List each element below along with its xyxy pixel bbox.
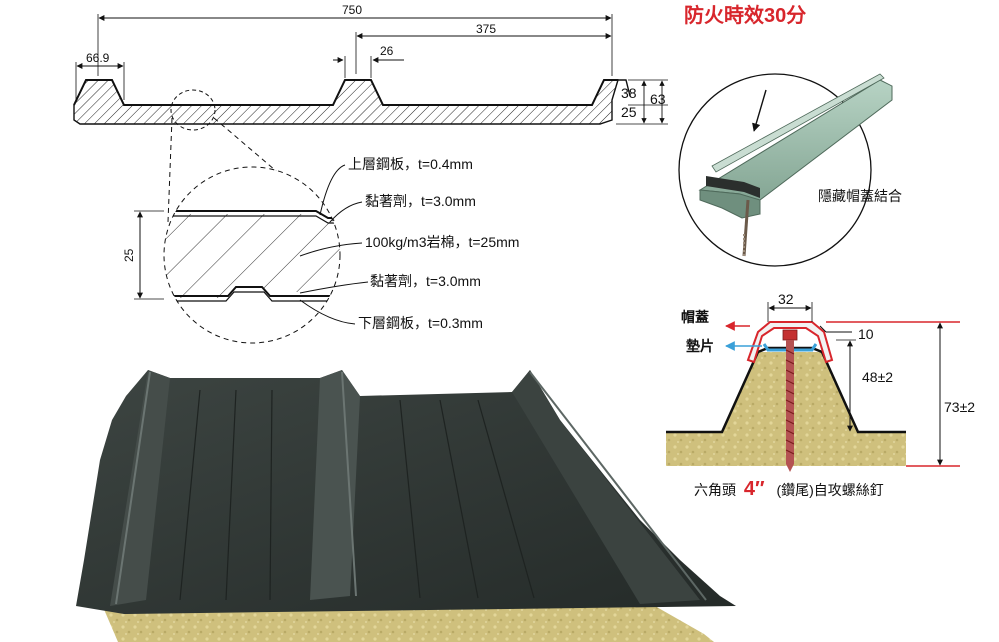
dim-core: 25 [621, 104, 637, 120]
section-detail-callout: 25 上層鋼板，t=0.4mm 黏著劑，t=3.0mm 100kg/m3岩棉，t… [122, 89, 519, 344]
dim-rib-rise: 38 [621, 85, 637, 101]
panel-surface [76, 370, 736, 614]
fastening-detail: 32 帽蓋 墊片 10 48±2 73±2 六角頭 4″ (鑽尾)自攻螺絲釘 [666, 291, 975, 500]
dim-total-height: 63 [650, 91, 666, 107]
detail-height: 25 [122, 248, 136, 262]
lower-steel-sheet [164, 286, 340, 297]
profile-outline [73, 79, 619, 125]
washer-label: 墊片 [686, 338, 714, 354]
layer-adhesive-bottom: 黏著劑，t=3.0mm [370, 273, 481, 289]
fire-rating-title: 防火時效30分 [684, 3, 806, 27]
cap-shape [746, 321, 834, 364]
total-fastening-height: 73±2 [944, 399, 975, 415]
layer-lower-steel: 下層鋼板，t=0.3mm [358, 315, 483, 331]
screw-type: (鑽尾)自攻螺絲釘 [776, 482, 883, 498]
cap-rail-illustration [698, 73, 893, 257]
hidden-cap-detail: 隱藏帽蓋結合 [678, 73, 902, 267]
dim-rib-top: 26 [380, 44, 394, 58]
hidden-cap-label: 隱藏帽蓋結合 [818, 188, 902, 204]
detail-source-circle [170, 89, 216, 131]
dim-total-width: 750 [342, 3, 362, 17]
panel-profile-section: 750 375 26 66.9 38 25 63 [73, 3, 668, 125]
screw-prefix: 六角頭 [694, 482, 736, 498]
screw-size: 4″ [744, 478, 765, 500]
cap-width: 32 [778, 291, 794, 307]
cap-label: 帽蓋 [681, 309, 709, 325]
cap-offset: 10 [858, 326, 874, 342]
rib-height: 48±2 [862, 369, 893, 385]
screw-caption: 六角頭 4″ (鑽尾)自攻螺絲釘 [694, 478, 884, 500]
screw-shape [782, 329, 798, 472]
panel-photo [76, 370, 736, 642]
dim-half-width: 375 [476, 22, 496, 36]
layer-upper-steel: 上層鋼板，t=0.4mm [348, 156, 473, 172]
layer-rockwool: 100kg/m3岩棉，t=25mm [365, 234, 519, 250]
dim-rib-base: 66.9 [86, 51, 110, 65]
layer-adhesive-top: 黏著劑，t=3.0mm [365, 193, 476, 209]
